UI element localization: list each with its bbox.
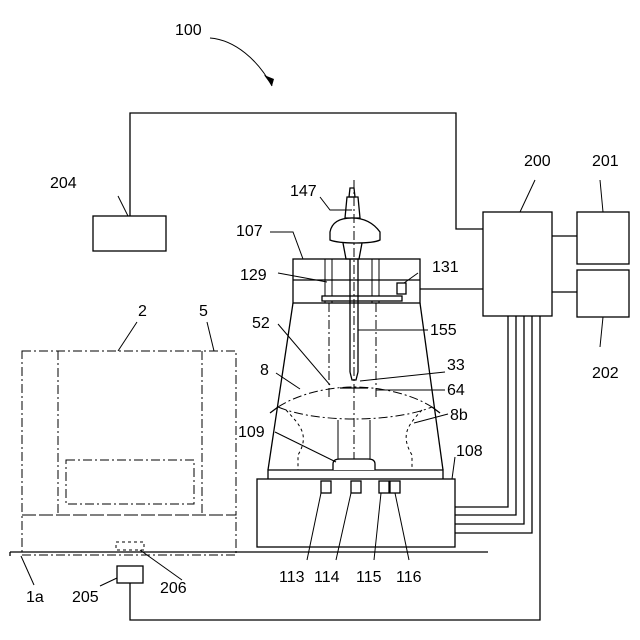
label-33: 33 [447,357,465,374]
label-200: 200 [524,153,551,170]
label-204: 204 [50,175,77,192]
label-1a: 1a [26,589,44,606]
sensor-131-box [397,283,406,294]
system-arrow [210,38,274,86]
spindle-motor-147 [330,188,380,259]
label-201: 201 [592,153,619,170]
wire-204-to-200 [130,113,483,229]
base-top-plate [268,470,443,479]
label-129: 129 [240,267,267,284]
label-114: 114 [314,569,340,586]
label-5: 5 [199,303,208,320]
label-131: 131 [432,259,459,276]
label-113: 113 [279,569,305,586]
unit-202-box [577,270,629,317]
unit-204-box [93,216,166,251]
port-114-box [351,481,361,493]
port-116-box [390,481,400,493]
label-206: 206 [160,580,187,597]
unit-201-box [577,212,629,264]
label-100: 100 [175,22,202,39]
sensor-205-box [117,566,143,583]
label-52: 52 [252,315,270,332]
label-107: 107 [236,223,263,240]
controller-200-box [483,212,552,316]
machine-2 [22,351,236,555]
gear-plate-129 [322,296,402,301]
label-115: 115 [356,569,382,586]
part-109 [333,459,375,470]
label-109: 109 [238,424,265,441]
label-108: 108 [456,443,483,460]
label-116: 116 [396,569,422,586]
label-205: 205 [72,589,99,606]
label-147: 147 [290,183,317,200]
label-155: 155 [430,322,457,339]
label-202: 202 [592,365,619,382]
label-2: 2 [138,303,147,320]
port-113-box [321,481,331,493]
port-115-box [379,481,389,493]
label-8b: 8b [450,407,468,424]
frame-body [268,303,443,470]
body-8 [270,387,440,470]
label-8: 8 [260,362,269,379]
label-64: 64 [447,382,465,399]
